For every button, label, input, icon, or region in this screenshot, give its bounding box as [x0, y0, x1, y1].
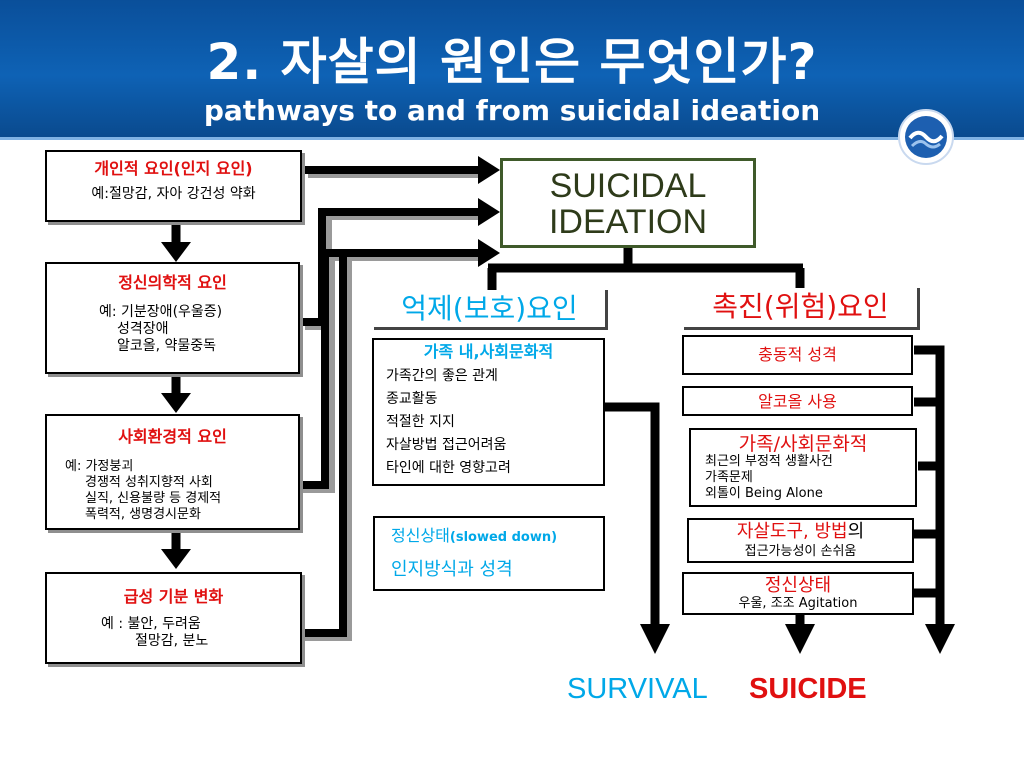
- protective-family-line-2: 종교활동: [386, 391, 438, 407]
- risk-family-box: 가족/사회문화적 최근의 부정적 생활사건 가족문제 외톨이 Being Alo…: [689, 428, 917, 507]
- risk-impulsive-label: 충동적 성격: [758, 345, 837, 364]
- protective-family-line-3: 적절한 지지: [386, 414, 455, 430]
- protective-family-line-4: 자살방법 접근어려움: [386, 437, 507, 453]
- personal-factor-title: 개인적 요인(인지 요인): [94, 159, 253, 178]
- social-factor-box: 사회환경적 요인 예: 가정붕괴 경쟁적 성취지향적 사회 실직, 신용불량 등…: [45, 414, 300, 530]
- risk-mental-title: 정신상태: [764, 575, 832, 596]
- psychiatric-factor-box: 정신의학적 요인 예: 기분장애(우울증) 성격장애 알코올, 약물중독: [45, 262, 300, 374]
- risk-family-line-3: 외톨이 Being Alone: [705, 486, 823, 501]
- protective-mental-box: 정신상태(slowed down) 인지방식과 성격: [373, 516, 605, 591]
- social-factor-line-1: 예: 가정붕괴: [65, 459, 134, 474]
- acute-mood-box: 급성 기분 변화 예 : 불안, 두려움 절망감, 분노: [45, 572, 302, 664]
- acute-mood-title: 급성 기분 변화: [123, 587, 224, 606]
- protective-factors-header: 억제(보호)요인: [374, 290, 608, 330]
- risk-alcohol-box: 알코올 사용: [682, 386, 913, 416]
- risk-means-title-red: 자살도구, 방법: [736, 521, 848, 542]
- circular-emblem-icon: [898, 109, 954, 165]
- slide-title: 2. 자살의 원인은 무엇인가?: [206, 33, 818, 91]
- psychiatric-factor-line-3: 알코올, 약물중독: [117, 338, 217, 354]
- protective-family-title: 가족 내,사회문화적: [423, 342, 554, 361]
- personal-factor-line: 예:절망감, 자아 강건성 약화: [91, 186, 256, 202]
- suicidal-ideation-line-2: IDEATION: [548, 203, 708, 241]
- social-factor-line-2: 경쟁적 성취지향적 사회: [85, 475, 213, 490]
- suicide-outcome-label: SUICIDE: [749, 673, 867, 705]
- protective-family-line-1: 가족간의 좋은 관계: [386, 368, 498, 384]
- risk-family-line-2: 가족문제: [705, 470, 753, 485]
- risk-means-box: 자살도구, 방법의 접근가능성이 손쉬움: [687, 518, 914, 563]
- protective-mental-title: 정신상태(slowed down): [391, 527, 557, 546]
- risk-means-line-2: 접근가능성이 손쉬움: [744, 544, 857, 559]
- psychiatric-factor-line-1: 예: 기분장애(우울증): [99, 304, 223, 320]
- header-divider: [0, 137, 1024, 140]
- protective-mental-title-en: (slowed down): [449, 530, 558, 545]
- risk-means-title: 자살도구, 방법의: [689, 521, 912, 542]
- acute-mood-line-2: 절망감, 분노: [135, 633, 209, 649]
- protective-factors-label: 억제(보호)요인: [401, 292, 578, 325]
- survival-outcome-label: SURVIVAL: [567, 673, 708, 705]
- social-factor-line-3: 실직, 신용불량 등 경제적: [85, 491, 222, 506]
- protective-family-box: 가족 내,사회문화적 가족간의 좋은 관계 종교활동 적절한 지지 자살방법 접…: [372, 338, 605, 486]
- risk-family-line-1: 최근의 부정적 생활사건: [705, 454, 833, 469]
- suicidal-ideation-line-1: SUICIDAL: [549, 167, 707, 205]
- risk-factors-header: 촉진(위험)요인: [684, 288, 920, 330]
- slide-subtitle: pathways to and from suicidal ideation: [203, 94, 821, 127]
- personal-factor-box: 개인적 요인(인지 요인) 예:절망감, 자아 강건성 약화: [45, 150, 302, 222]
- risk-alcohol-label: 알코올 사용: [758, 392, 837, 411]
- psychiatric-factor-title: 정신의학적 요인: [118, 273, 227, 292]
- protective-mental-line-2: 인지방식과 성격: [391, 559, 513, 580]
- protective-mental-title-ko: 정신상태: [391, 526, 450, 545]
- risk-family-title: 가족/사회문화적: [738, 433, 868, 455]
- social-factor-title: 사회환경적 요인: [118, 427, 227, 446]
- risk-impulsive-box: 충동적 성격: [682, 335, 913, 375]
- protective-family-line-5: 타인에 대한 영향고려: [386, 460, 511, 476]
- risk-factors-label: 촉진(위험)요인: [712, 290, 889, 323]
- risk-means-title-suffix: 의: [847, 521, 865, 542]
- suicidal-ideation-box: SUICIDAL IDEATION: [500, 158, 756, 248]
- risk-mental-box: 정신상태 우울, 조조 Agitation: [682, 572, 914, 615]
- risk-mental-line-2: 우울, 조조 Agitation: [738, 596, 858, 611]
- psychiatric-factor-line-2: 성격장애: [117, 321, 169, 337]
- social-factor-line-4: 폭력적, 생명경시문화: [85, 507, 201, 522]
- acute-mood-line-1: 예 : 불안, 두려움: [101, 616, 201, 632]
- slide-header: [0, 0, 1024, 137]
